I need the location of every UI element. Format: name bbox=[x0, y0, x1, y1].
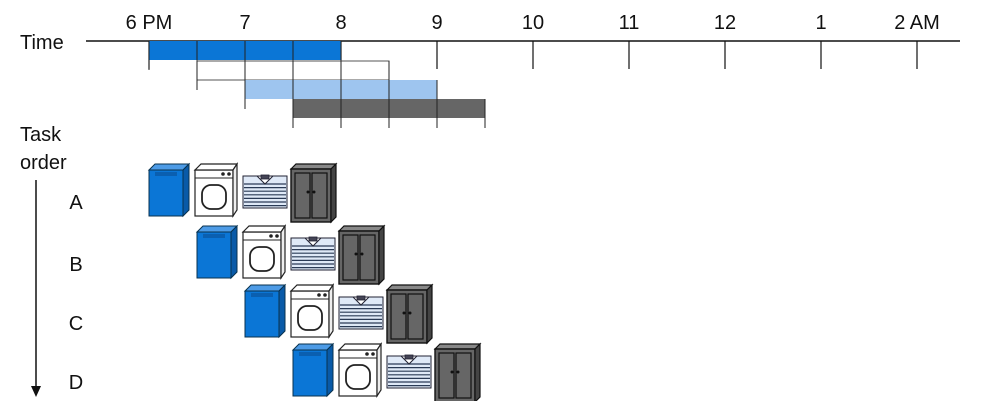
task-label: C bbox=[69, 313, 83, 335]
pipeline-bars bbox=[148, 41, 486, 128]
task-rows: A B C D bbox=[69, 162, 482, 404]
dryer-icon bbox=[193, 162, 239, 218]
tick-label: 11 bbox=[619, 12, 640, 34]
washer-icon bbox=[147, 162, 191, 218]
tick-label: 9 bbox=[431, 12, 442, 34]
washer-icon bbox=[195, 224, 239, 280]
task-label: B bbox=[69, 254, 82, 276]
tick-label: 12 bbox=[714, 12, 736, 34]
task-order-arrow bbox=[31, 180, 41, 397]
task-row: C bbox=[69, 283, 434, 345]
pipeline-folder-segment bbox=[245, 80, 293, 99]
task-row: A bbox=[69, 162, 338, 224]
folder-icon bbox=[338, 295, 384, 330]
pipeline-folder-segment bbox=[293, 80, 341, 99]
folder-icon bbox=[242, 174, 288, 209]
closet-icon bbox=[337, 224, 386, 286]
closet-icon bbox=[433, 342, 482, 404]
pipeline-closet-segment bbox=[341, 99, 389, 118]
dryer-icon bbox=[241, 224, 287, 280]
pipeline-closet-segment bbox=[437, 99, 485, 118]
tick-label: 6 PM bbox=[126, 12, 173, 34]
task-order-label-line1: Task bbox=[20, 124, 62, 146]
pipeline-washer-segment bbox=[293, 41, 341, 60]
task-row: B bbox=[69, 224, 386, 286]
tick-label: 1 bbox=[815, 12, 826, 34]
pipeline-washer-segment bbox=[149, 41, 197, 60]
tick-label: 10 bbox=[522, 12, 544, 34]
folder-icon bbox=[386, 354, 432, 389]
closet-icon bbox=[385, 283, 434, 345]
tick-label: 2 AM bbox=[894, 12, 940, 34]
task-row: D bbox=[69, 342, 482, 404]
folder-icon bbox=[290, 236, 336, 271]
pipeline-washer-segment bbox=[245, 41, 293, 60]
dryer-icon bbox=[337, 342, 383, 398]
pipeline-folder-segment bbox=[341, 80, 389, 99]
task-label: A bbox=[69, 192, 83, 214]
pipeline-closet-segment bbox=[293, 99, 341, 118]
dryer-icon bbox=[289, 283, 335, 339]
pipeline-closet-segment bbox=[389, 99, 437, 118]
pipeline-washer-segment bbox=[197, 41, 245, 60]
time-axis-label: Time bbox=[20, 32, 64, 54]
task-order-label-line2: order bbox=[20, 152, 67, 174]
pipeline-dryer-segment bbox=[340, 60, 390, 81]
pipeline-dryer-segment bbox=[196, 60, 246, 81]
tick-label: 7 bbox=[239, 12, 250, 34]
time-ticks: 6 PM 7 8 9 10 11 12 1 2 AM bbox=[126, 12, 940, 69]
task-label: D bbox=[69, 372, 83, 394]
pipeline-dryer-segment bbox=[244, 60, 294, 81]
pipeline-dryer-segment bbox=[292, 60, 342, 81]
tick-label: 8 bbox=[335, 12, 346, 34]
washer-icon bbox=[291, 342, 335, 398]
pipeline-folder-segment bbox=[389, 80, 437, 99]
closet-icon bbox=[289, 162, 338, 224]
washer-icon bbox=[243, 283, 287, 339]
